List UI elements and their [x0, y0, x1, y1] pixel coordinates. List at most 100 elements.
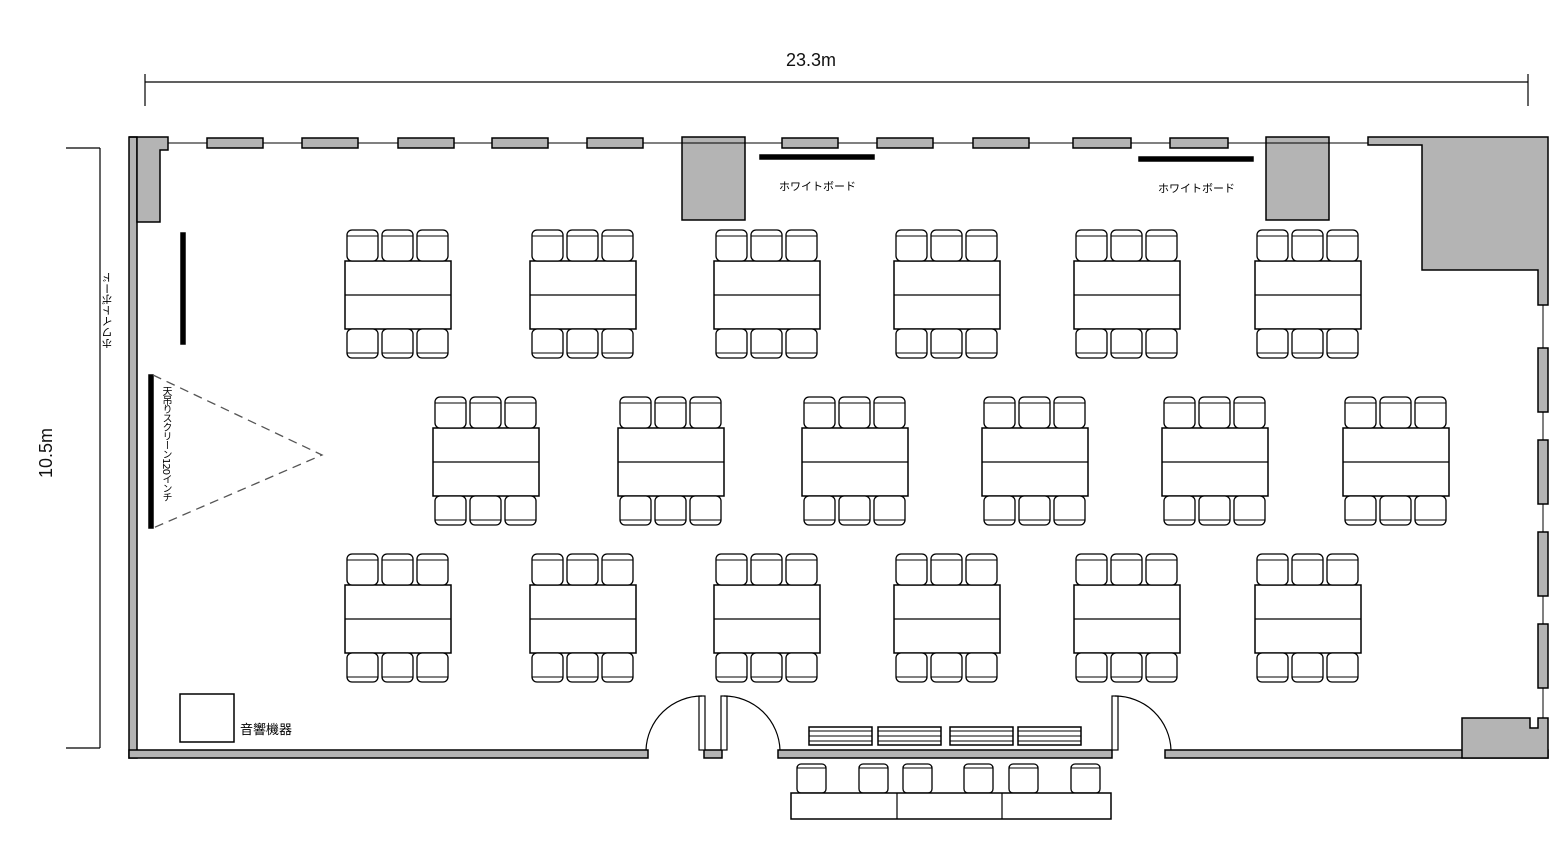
chair [838, 495, 871, 526]
chair [1053, 495, 1086, 526]
whiteboard [759, 154, 875, 160]
chair [654, 495, 687, 526]
chair [965, 328, 998, 359]
pillar [1265, 136, 1330, 221]
chair [504, 396, 537, 429]
chair [1075, 229, 1108, 262]
window [397, 137, 455, 149]
whiteboard [180, 232, 186, 345]
whiteboard-label: ホワイトボード [1158, 182, 1235, 195]
chair [873, 495, 906, 526]
chair [566, 553, 599, 586]
chair [750, 229, 783, 262]
chair [1414, 396, 1447, 429]
chair [346, 652, 379, 683]
chair [416, 652, 449, 683]
chair [1110, 553, 1143, 586]
chair [838, 396, 871, 429]
chair [381, 652, 414, 683]
width-dimension-label: 23.3m [786, 50, 837, 70]
window [972, 137, 1030, 149]
chair [619, 396, 652, 429]
chair [983, 396, 1016, 429]
chair [434, 396, 467, 429]
projection-area [152, 374, 324, 529]
chair [1018, 495, 1051, 526]
audio-equipment-label: 音響機器 [240, 723, 293, 738]
door-leaf [698, 695, 706, 751]
chair [873, 396, 906, 429]
chair [689, 495, 722, 526]
chair [566, 652, 599, 683]
chair [416, 553, 449, 586]
chair [1326, 652, 1359, 683]
chair [531, 229, 564, 262]
chair [1233, 495, 1266, 526]
chair [601, 328, 634, 359]
chair [1145, 229, 1178, 262]
pillar [1367, 136, 1549, 306]
chair [1379, 396, 1412, 429]
chair [1344, 495, 1377, 526]
chair [1145, 652, 1178, 683]
chair [566, 229, 599, 262]
chair [1163, 396, 1196, 429]
window [1537, 439, 1549, 505]
whiteboard-label: ホワイトボード [101, 272, 114, 349]
chair [1075, 328, 1108, 359]
chair [1110, 652, 1143, 683]
chair [1326, 229, 1359, 262]
chair [381, 229, 414, 262]
chair [1145, 553, 1178, 586]
chair [1344, 396, 1377, 429]
chair [346, 229, 379, 262]
pillar [129, 136, 169, 223]
wall-bottom [777, 749, 1113, 759]
window [1537, 531, 1549, 597]
wall-bottom [703, 749, 723, 759]
window [586, 137, 644, 149]
chair [1414, 495, 1447, 526]
window [1169, 137, 1229, 149]
chair [803, 396, 836, 429]
chair [785, 553, 818, 586]
chair [895, 229, 928, 262]
projector-screen [148, 374, 154, 529]
chair [1291, 553, 1324, 586]
chair [381, 553, 414, 586]
chair [715, 652, 748, 683]
chair [601, 229, 634, 262]
chair [930, 553, 963, 586]
pillar [681, 136, 746, 221]
height-dimension-label: 10.5m [36, 428, 56, 479]
chair [531, 328, 564, 359]
wall-left [128, 136, 138, 759]
chair [785, 652, 818, 683]
chair [1379, 495, 1412, 526]
chair [1110, 229, 1143, 262]
screen-label: 天吊りスクリーン120インチ [160, 386, 171, 502]
wall-bottom [128, 749, 649, 759]
chair [895, 652, 928, 683]
chair [1256, 328, 1289, 359]
chair [1145, 328, 1178, 359]
chair [715, 229, 748, 262]
chair [654, 396, 687, 429]
chair [1163, 495, 1196, 526]
chair [1256, 553, 1289, 586]
chair [346, 553, 379, 586]
chair [619, 495, 652, 526]
chair [1291, 652, 1324, 683]
audio-equipment [179, 693, 235, 743]
chair [381, 328, 414, 359]
pillar [1461, 717, 1549, 759]
chair [785, 328, 818, 359]
chair [750, 328, 783, 359]
chair [803, 495, 836, 526]
chair [1233, 396, 1266, 429]
chair [895, 328, 928, 359]
window [781, 137, 839, 149]
chair [930, 229, 963, 262]
chair [1075, 553, 1108, 586]
chair [346, 328, 379, 359]
